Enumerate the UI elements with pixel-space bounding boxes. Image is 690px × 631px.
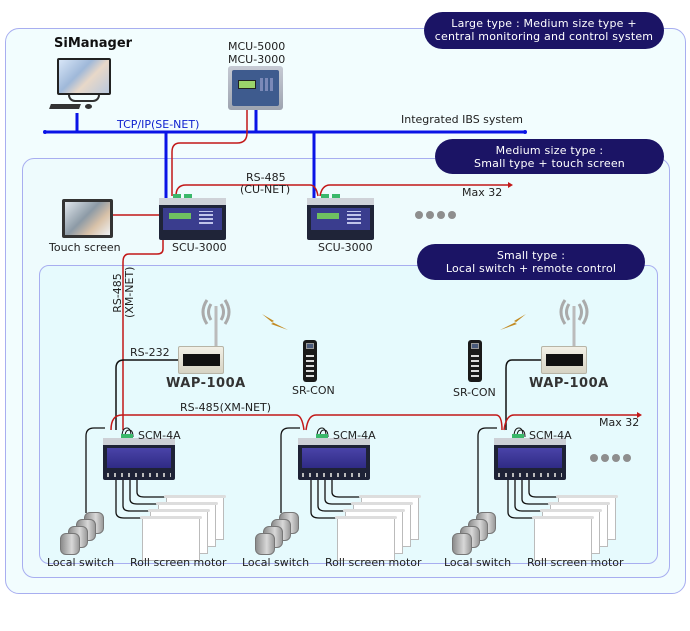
small-type-badge: Small type : Local switch + remote contr… bbox=[417, 244, 645, 280]
roll-screen-motor-icon bbox=[140, 495, 226, 561]
mcu-label-1: MCU-5000 bbox=[228, 40, 286, 53]
touch-screen-label: Touch screen bbox=[49, 241, 121, 254]
medium-type-badge: Medium size type : Small type + touch sc… bbox=[435, 139, 664, 174]
simanager-label: SiManager bbox=[54, 36, 133, 51]
wap-access-point-icon bbox=[541, 346, 587, 374]
scu-label-2: SCU-3000 bbox=[318, 241, 373, 254]
wireless-antenna-icon bbox=[559, 299, 589, 347]
scm-module-icon bbox=[298, 434, 370, 480]
medium-type-line2: Small type + touch screen bbox=[474, 157, 625, 170]
cu-net-label-1: RS-485 bbox=[246, 171, 286, 184]
scm-label-2: SCM-4A bbox=[333, 429, 376, 442]
more-scu-ellipsis-icon bbox=[415, 211, 456, 219]
large-type-badge: Large type : Medium size type + central … bbox=[424, 12, 664, 49]
scu-controller-icon bbox=[159, 194, 226, 240]
local-switch-label-2: Local switch bbox=[242, 556, 310, 569]
local-switch-icon bbox=[60, 512, 106, 562]
more-scm-ellipsis-icon bbox=[590, 454, 631, 462]
rs232-label: RS-232 bbox=[130, 346, 170, 359]
wap-label-2: WAP-100A bbox=[529, 376, 609, 391]
local-switch-label-3: Local switch bbox=[444, 556, 512, 569]
scm-module-icon bbox=[494, 434, 566, 480]
scm-label-1: SCM-4A bbox=[138, 429, 181, 442]
scu-label-1: SCU-3000 bbox=[172, 241, 227, 254]
roll-screen-label-2: Roll screen motor bbox=[325, 556, 422, 569]
small-type-line1: Small type : bbox=[496, 249, 566, 262]
mcu-label-2: MCU-3000 bbox=[228, 53, 286, 66]
xm-net-vertical-label-2: (XM-NET) bbox=[123, 266, 136, 318]
tcp-ip-label: TCP/IP(SE-NET) bbox=[117, 118, 200, 131]
wireless-signal-bolt-icon bbox=[500, 314, 526, 330]
remote-control-icon bbox=[303, 340, 317, 382]
xm-net-bus-label: RS-485(XM-NET) bbox=[180, 401, 272, 414]
local-switch-icon bbox=[255, 512, 301, 562]
roll-screen-motor-icon bbox=[532, 495, 618, 561]
mcu-controller-icon bbox=[228, 66, 283, 110]
local-switch-icon bbox=[452, 512, 498, 562]
remote-control-icon bbox=[468, 340, 482, 382]
simanager-computer-icon bbox=[49, 58, 120, 114]
roll-screen-label-1: Roll screen motor bbox=[130, 556, 227, 569]
touch-screen-icon bbox=[62, 199, 113, 238]
sr-con-label-1: SR-CON bbox=[292, 384, 335, 397]
wireless-signal-bolt-icon bbox=[262, 314, 288, 330]
wap-access-point-icon bbox=[178, 346, 224, 374]
large-type-line2: central monitoring and control system bbox=[434, 30, 654, 43]
roll-screen-motor-icon bbox=[335, 495, 421, 561]
sr-con-label-2: SR-CON bbox=[453, 386, 496, 399]
scu-controller-icon bbox=[307, 194, 374, 240]
scm-label-3: SCM-4A bbox=[529, 429, 572, 442]
roll-screen-label-3: Roll screen motor bbox=[527, 556, 624, 569]
local-switch-label-1: Local switch bbox=[47, 556, 115, 569]
xm-net-vertical-label: RS-485 (XM-NET) bbox=[111, 266, 136, 318]
cu-net-max-label: Max 32 bbox=[462, 186, 503, 199]
wap-label-1: WAP-100A bbox=[166, 376, 246, 391]
xm-net-max-label: Max 32 bbox=[599, 416, 640, 429]
ibs-system-label: Integrated IBS system bbox=[401, 113, 523, 126]
large-type-line1: Large type : Medium size type + bbox=[451, 17, 637, 30]
scm-module-icon bbox=[103, 434, 175, 480]
wireless-antenna-icon bbox=[201, 299, 231, 347]
small-type-line2: Local switch + remote control bbox=[445, 262, 617, 275]
cu-net-label-2: (CU-NET) bbox=[240, 183, 291, 196]
medium-type-line1: Medium size type : bbox=[495, 144, 604, 157]
